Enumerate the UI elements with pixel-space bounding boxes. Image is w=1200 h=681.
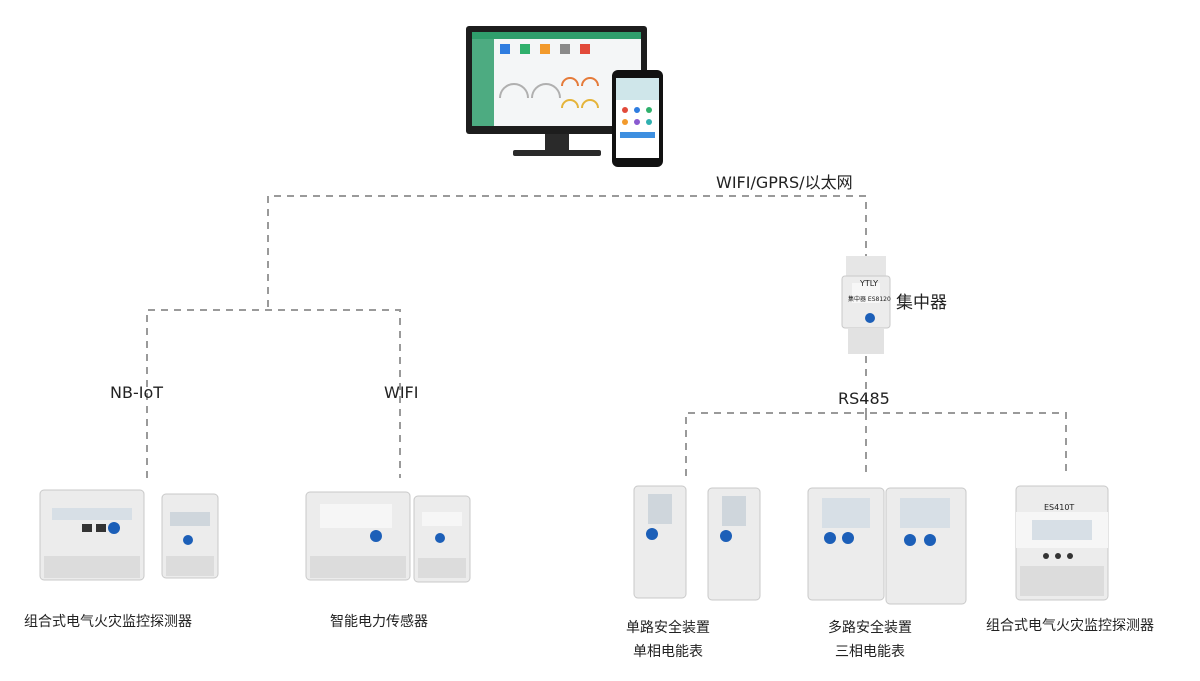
left-power-sensor-device [305, 491, 471, 583]
left-bus-line [146, 309, 401, 478]
left-combined-detector-device [39, 489, 219, 581]
concentrator-device-text: 集中器 ES8120 [848, 296, 891, 303]
multi-path-line1: 多路安全装置 [828, 620, 912, 636]
single-path-line1: 单路安全装置 [626, 620, 710, 636]
left-combined-detector-label: 组合式电气火灾监控探测器 [24, 614, 192, 630]
single-phase-meter-devices [633, 485, 761, 601]
rs485-label: RS485 [838, 389, 890, 408]
right-combined-detector-label: 组合式电气火灾监控探测器 [986, 618, 1154, 634]
wifi-label: WIFI [384, 383, 419, 402]
three-phase-meter-devices [807, 487, 967, 605]
uplink-label: WIFI/GPRS/以太网 [716, 173, 853, 192]
concentrator-logo: YTLY [860, 279, 879, 288]
multi-path-line2: 三相电能表 [835, 644, 905, 660]
nbiot-label: NB-IoT [110, 383, 163, 402]
concentrator-device [841, 256, 891, 354]
single-path-label-block: 单路安全装置 单相电能表 [626, 616, 710, 664]
single-path-line2: 单相电能表 [633, 644, 703, 660]
uplink-line [267, 195, 867, 307]
connection-lines [146, 195, 1067, 478]
right-combined-detector-display-text: ES410T [1044, 503, 1075, 512]
power-sensor-label: 智能电力传感器 [330, 614, 428, 630]
right-combined-detector-device [1015, 485, 1109, 601]
rs485-bus-line [685, 412, 1067, 476]
phone-icon [612, 70, 663, 167]
concentrator-label: 集中器 [896, 293, 947, 313]
multi-path-label-block: 多路安全装置 三相电能表 [828, 616, 912, 664]
